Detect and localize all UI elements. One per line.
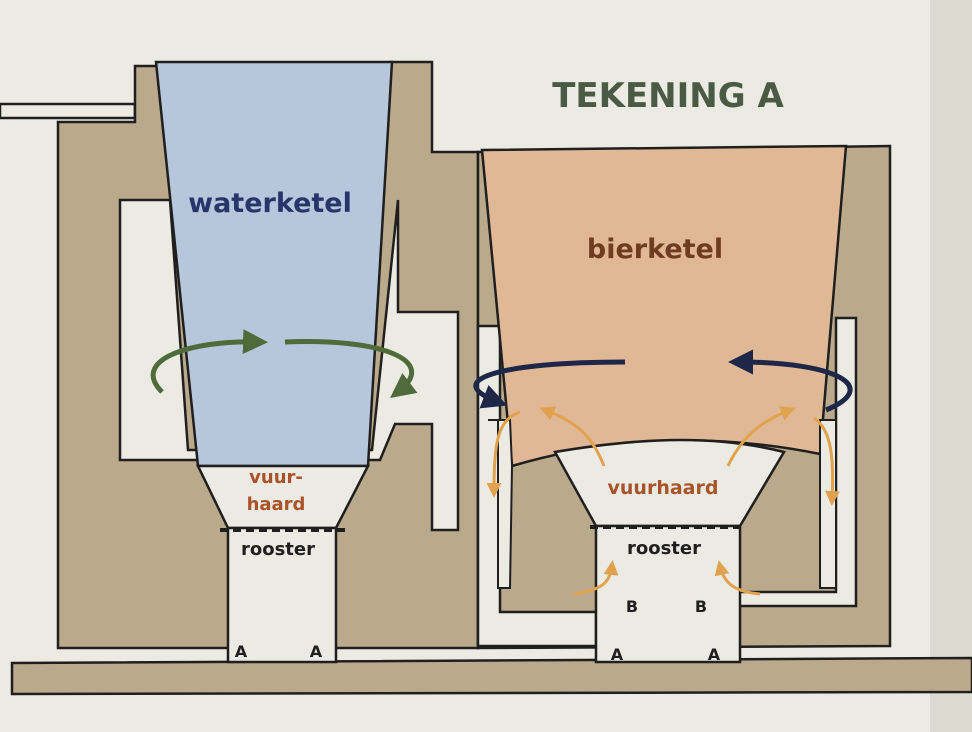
right-grate-label: rooster — [627, 538, 701, 559]
inlet-b-right-2: B — [695, 597, 707, 616]
inlet-a-right-1: A — [611, 645, 624, 664]
beer-kettle — [480, 144, 848, 468]
right-flue-inner-left — [488, 419, 514, 589]
right-firebox-label: vuurhaard — [608, 477, 719, 499]
upper-ledge — [0, 102, 137, 120]
green-arrow-right — [284, 339, 418, 399]
navy-arrow-left — [473, 359, 626, 409]
left-grate-label: rooster — [241, 539, 315, 560]
beer-kettle-label: bierketel — [587, 234, 723, 265]
water-kettle-label: waterketel — [188, 188, 352, 219]
left-furnace — [56, 60, 480, 664]
green-arrow-left — [150, 329, 268, 394]
right-flue-inner-right — [819, 419, 837, 589]
orange-arrow-up-left — [539, 406, 606, 467]
orange-arrow-up-right — [726, 406, 796, 467]
water-kettle — [154, 60, 394, 468]
ground-strip — [10, 656, 972, 696]
inlet-a-left-1: A — [235, 642, 248, 661]
navy-arrow-right — [728, 349, 853, 413]
inlet-a-left-2: A — [310, 642, 323, 661]
orange-arrow-inlet-left — [573, 560, 619, 596]
left-firebox-label-line2: haard — [247, 494, 306, 515]
inlet-b-right-1: B — [626, 597, 638, 616]
right-ash-pit — [594, 524, 742, 664]
left-firebox-label-line1: vuur- — [249, 467, 303, 488]
right-firebox — [553, 438, 786, 528]
orange-arrow-flue-left — [486, 410, 521, 498]
board-shadow-right — [930, 0, 972, 732]
orange-arrow-inlet-right — [714, 560, 761, 596]
diagram-title: TEKENING A — [552, 76, 784, 116]
orange-arrow-flue-right — [813, 416, 840, 506]
right-furnace — [473, 144, 892, 664]
inlet-a-right-2: A — [708, 645, 721, 664]
